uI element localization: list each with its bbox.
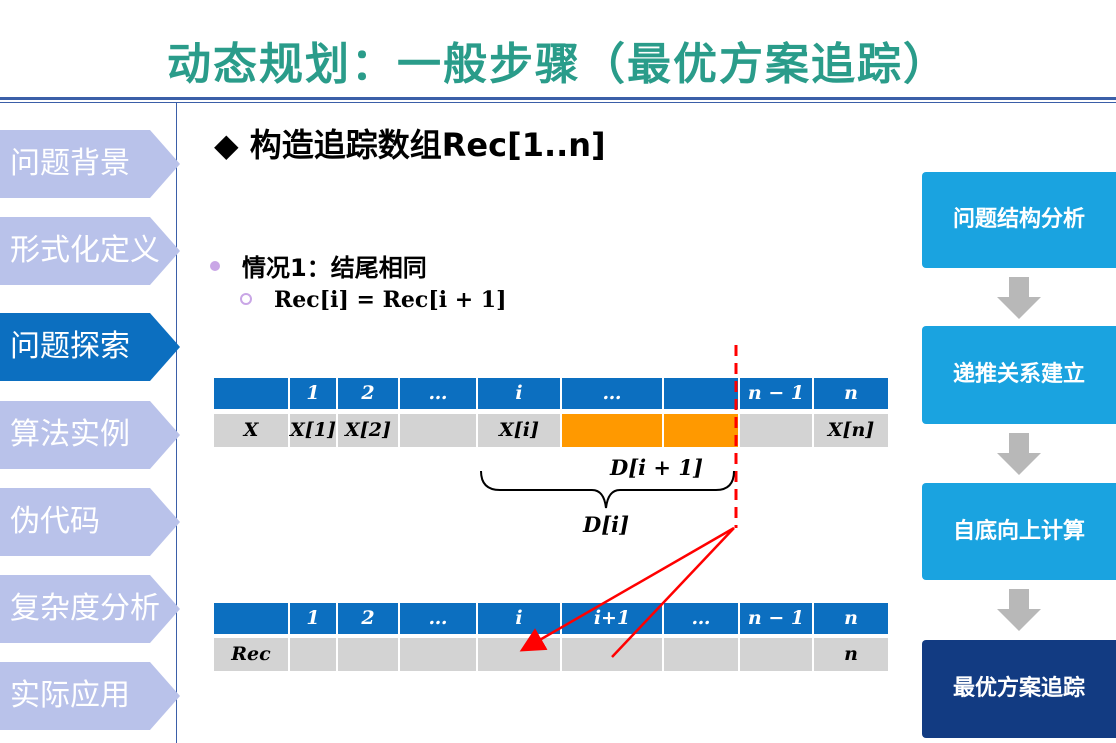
table-cell [664,638,738,671]
table-header-cell: n − 1 [740,378,812,409]
bullet-ring-icon [240,293,252,305]
table-cell [478,638,560,671]
formula-text: Rec[i] = Rec[i + 1] [274,287,507,313]
case-bullet: 情况1：结尾相同 [210,248,427,283]
title-divider-thin [0,102,1116,103]
table-cell: X[1] [290,414,336,447]
step-bottom-up[interactable]: 自底向上计算 [922,483,1116,580]
d-next-label: D[i + 1] [610,455,703,480]
nav-item-label: 复杂度分析 [10,591,160,626]
table-header-cell: i [478,603,560,634]
table-header-cell: … [664,603,738,634]
table-header-cell [214,603,288,634]
table-cell: n [814,638,888,671]
nav-item-applications[interactable]: 实际应用 [0,662,180,730]
table-header-cell: n [814,603,888,634]
table-cell [740,638,812,671]
table-cell: X [214,414,288,447]
table-header-cell: 1 [290,603,336,634]
table-header-cell: n [814,378,888,409]
nav-item-problem-exploration[interactable]: 问题探索 [0,313,180,381]
nav-item-formal-definition[interactable]: 形式化定义 [0,217,180,285]
step-trace-solution[interactable]: 最优方案追踪 [922,640,1116,738]
table-cell [290,638,336,671]
highlighted-cell [664,414,738,447]
section-heading: ◆ 构造追踪数组Rec[1..n] [214,126,606,164]
highlighted-cell [562,414,662,447]
nav-item-label: 算法实例 [10,417,130,452]
nav-item-label: 问题探索 [10,329,130,364]
table-header-cell: … [400,603,476,634]
table-header-cell: 2 [338,603,398,634]
nav-item-algorithm-example[interactable]: 算法实例 [0,401,180,469]
down-arrow-icon [997,433,1041,475]
d-i-label: D[i] [583,512,630,537]
table-cell [400,414,476,447]
nav-item-label: 问题背景 [10,146,130,181]
page-title: 动态规划：一般步骤（最优方案追踪） [167,39,949,90]
table-header-cell: … [400,378,476,409]
step-recurrence[interactable]: 递推关系建立 [922,326,1116,424]
title-divider [0,97,1116,100]
table-cell [338,638,398,671]
table-header-cell: 1 [290,378,336,409]
nav-item-pseudocode[interactable]: 伪代码 [0,488,180,556]
table-cell: X[2] [338,414,398,447]
case-label: 情况1：结尾相同 [242,254,427,282]
sidebar-divider [176,103,177,743]
table-cell: X[i] [478,414,560,447]
table-cell: Rec [214,638,288,671]
down-arrow-icon [997,589,1041,631]
nav-item-label: 伪代码 [10,504,100,539]
table-header-cell [214,378,288,409]
down-arrow-icon [997,277,1041,319]
bullet-dot-icon [210,261,220,271]
table-cell [562,638,662,671]
table-cell: X[n] [814,414,888,447]
table-header-cell: i+1 [562,603,662,634]
nav-item-label: 形式化定义 [10,233,160,268]
table-header-cell: … [562,378,662,409]
table-cell [740,414,812,447]
table-cell [400,638,476,671]
nav-item-complexity[interactable]: 复杂度分析 [0,575,180,643]
formula-bullet: Rec[i] = Rec[i + 1] [240,287,507,313]
table-header-cell: i [478,378,560,409]
nav-item-background[interactable]: 问题背景 [0,130,180,198]
table-header-cell [664,378,738,409]
table-header-cell: n − 1 [740,603,812,634]
nav-item-label: 实际应用 [10,678,130,713]
step-structure-analysis[interactable]: 问题结构分析 [922,172,1116,268]
table-header-cell: 2 [338,378,398,409]
